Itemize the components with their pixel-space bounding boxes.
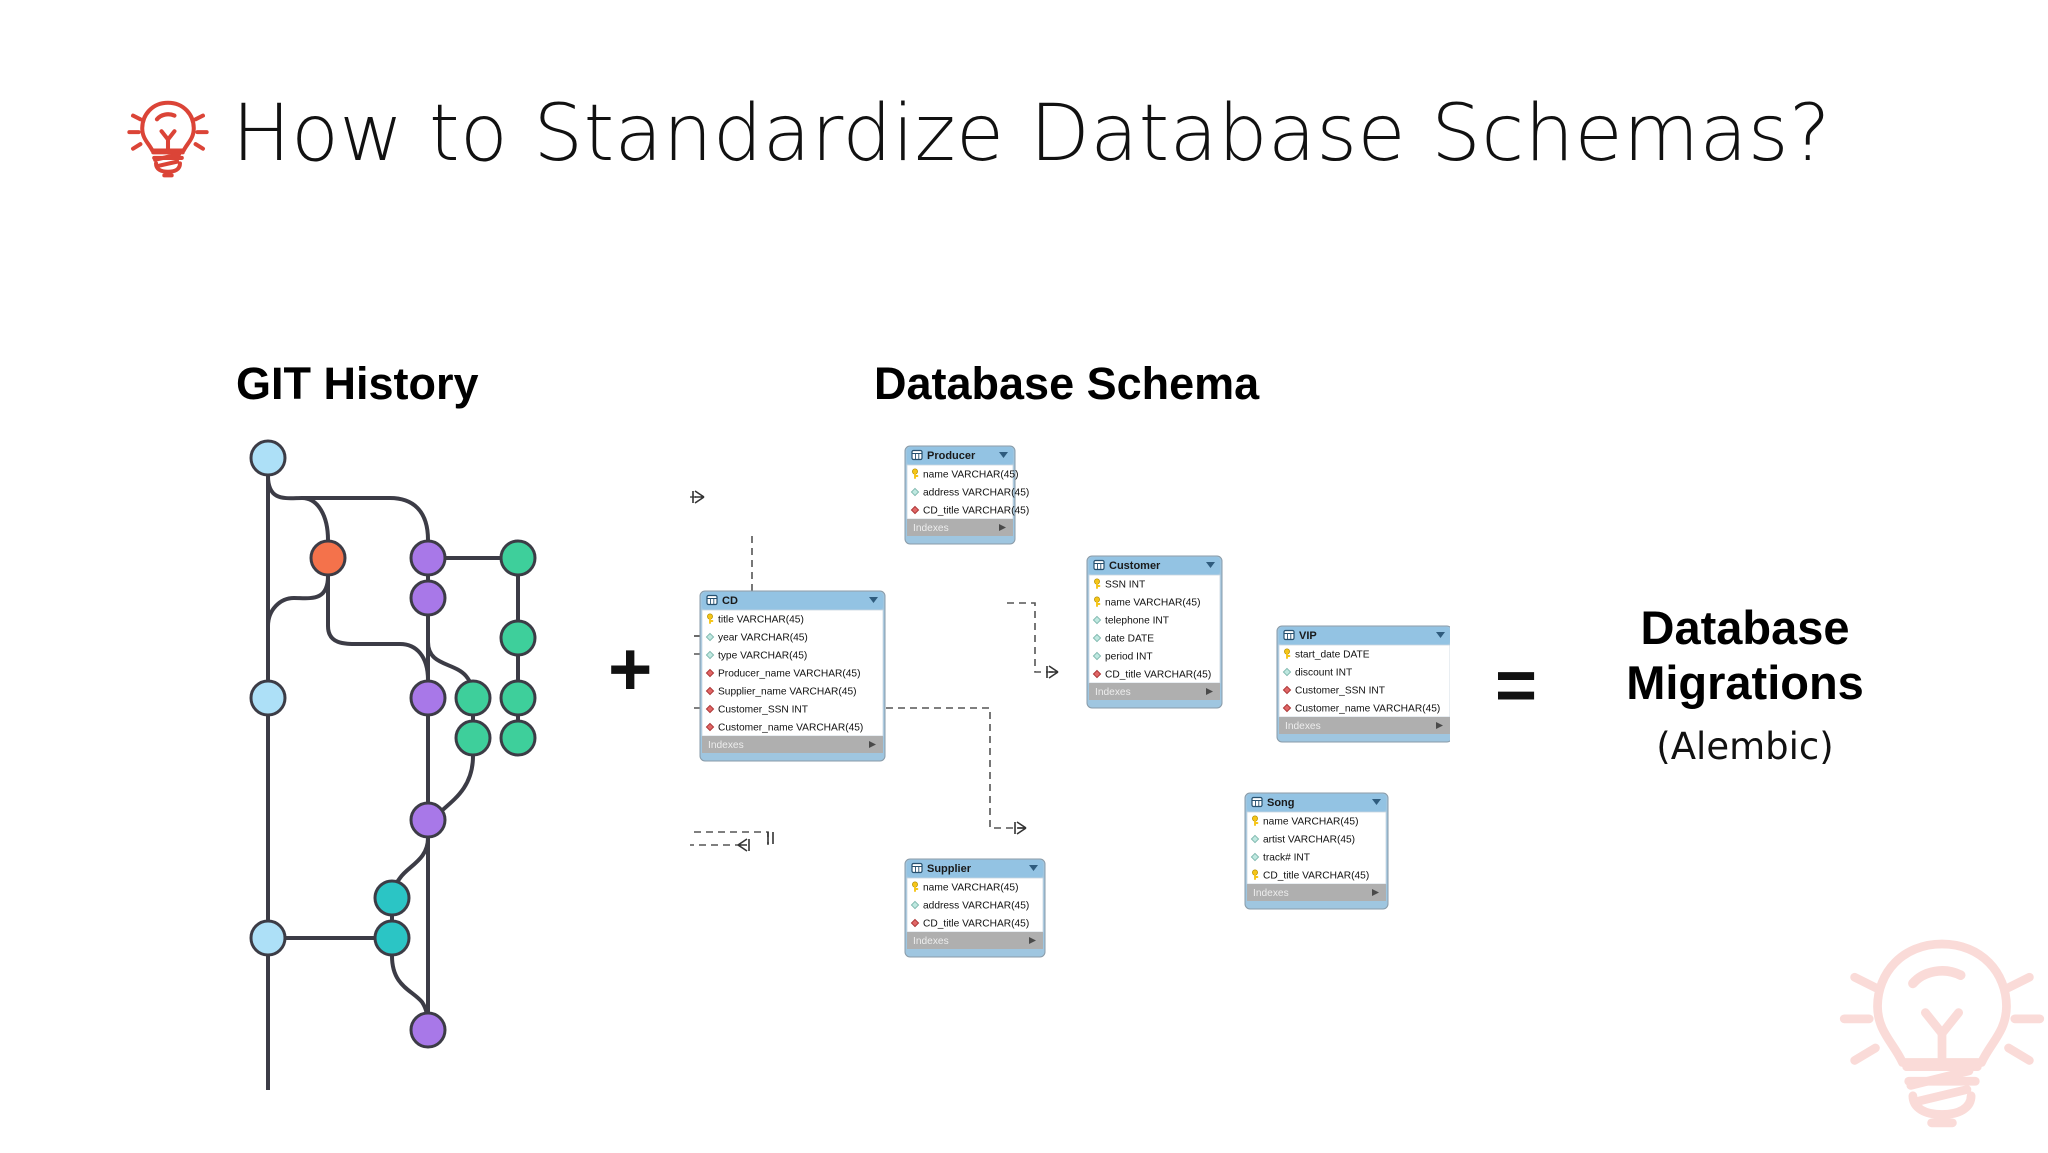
schema-indexes-label: Indexes <box>708 740 744 751</box>
schema-indexes-label: Indexes <box>913 936 949 947</box>
git-commit-node[interactable] <box>454 719 492 757</box>
schema-column-label: Customer_SSN INT <box>718 705 808 716</box>
schema-table-title: CD <box>722 595 738 607</box>
result-subtitle: (Alembic) <box>1656 724 1834 768</box>
git-commit-node[interactable] <box>409 1011 447 1049</box>
git-commit-node[interactable] <box>499 539 537 577</box>
schema-column-label: SSN INT <box>1105 580 1145 591</box>
schema-table-title: Supplier <box>927 863 972 875</box>
git-commit-node[interactable] <box>373 879 411 917</box>
schema-column-label: date DATE <box>1105 634 1154 645</box>
git-commit-node[interactable] <box>249 679 287 717</box>
database-schema-diagram: Producer name VARCHAR(45) address VARCHAR(… <box>690 445 1450 958</box>
plus-operator: + <box>608 627 653 712</box>
schema-table-title: Song <box>1267 797 1295 809</box>
schema-table[interactable]: Producer name VARCHAR(45) address VARCHAR(… <box>904 445 1029 545</box>
schema-column-label: address VARCHAR(45) <box>923 488 1029 499</box>
schema-column-label: name VARCHAR(45) <box>923 470 1019 481</box>
schema-column-label: name VARCHAR(45) <box>1263 817 1359 828</box>
schema-column-label: CD_title VARCHAR(45) <box>1105 670 1211 681</box>
database-schema-heading: Database Schema <box>874 358 1260 409</box>
git-commit-node[interactable] <box>373 919 411 957</box>
schema-column-label: track# INT <box>1263 853 1310 864</box>
equals-operator: = <box>1495 646 1538 726</box>
schema-column-label: CD_title VARCHAR(45) <box>923 506 1029 517</box>
git-commit-node[interactable] <box>409 539 447 577</box>
schema-column-label: telephone INT <box>1105 616 1169 627</box>
lightbulb-watermark-icon <box>1838 898 2046 1153</box>
schema-column-label: CD_title VARCHAR(45) <box>1263 871 1369 882</box>
schema-table[interactable]: VIP start_date DATE discount INT Customer_S… <box>1276 625 1450 743</box>
schema-table[interactable]: CD title VARCHAR(45) year VARCHAR(45) type … <box>699 590 886 762</box>
schema-column-label: name VARCHAR(45) <box>1105 598 1201 609</box>
schema-table-title: VIP <box>1299 630 1317 642</box>
slide-header: How to Standardize Database Schemas? <box>122 88 1831 180</box>
git-commit-node[interactable] <box>409 579 447 617</box>
schema-table[interactable]: Song name VARCHAR(45) artist VARCHAR(45) tr… <box>1244 792 1389 910</box>
schema-table-title: Customer <box>1109 560 1161 572</box>
schema-column-label: artist VARCHAR(45) <box>1263 835 1355 846</box>
schema-column-label: Producer_name VARCHAR(45) <box>718 669 861 680</box>
schema-column-label: title VARCHAR(45) <box>718 615 804 626</box>
git-history-graph <box>249 439 537 1090</box>
schema-column-label: CD_title VARCHAR(45) <box>923 919 1029 930</box>
schema-column-label: name VARCHAR(45) <box>923 883 1019 894</box>
schema-column-label: start_date DATE <box>1295 650 1370 661</box>
git-commit-node[interactable] <box>454 679 492 717</box>
relationship-link <box>690 844 738 846</box>
git-commit-node[interactable] <box>409 679 447 717</box>
schema-column-label: Supplier_name VARCHAR(45) <box>718 687 857 698</box>
git-commit-node[interactable] <box>249 439 287 477</box>
git-commit-node[interactable] <box>499 719 537 757</box>
relationship-link <box>690 831 769 845</box>
schema-indexes-label: Indexes <box>1095 687 1131 698</box>
schema-column-label: period INT <box>1105 652 1153 663</box>
migrations-result-block: Database Migrations (Alembic) <box>1580 600 1910 768</box>
schema-indexes-label: Indexes <box>913 523 949 534</box>
schema-table[interactable]: Supplier name VARCHAR(45) address VARCHAR(… <box>904 858 1046 958</box>
git-history-heading: GIT History <box>236 358 479 409</box>
schema-column-label: Customer_SSN INT <box>1295 686 1385 697</box>
git-commit-node[interactable] <box>499 679 537 717</box>
schema-column-label: Customer_name VARCHAR(45) <box>1295 704 1440 715</box>
schema-indexes-label: Indexes <box>1285 721 1321 732</box>
schema-column-label: discount INT <box>1295 668 1352 679</box>
git-commit-node[interactable] <box>249 919 287 957</box>
relationship-link <box>690 496 704 498</box>
schema-table-title: Producer <box>927 450 976 462</box>
page-title: How to Standardize Database Schemas? <box>232 89 1831 179</box>
schema-column-label: type VARCHAR(45) <box>718 651 807 662</box>
result-line-2: Migrations <box>1626 656 1864 710</box>
result-line-1: Database <box>1640 601 1850 654</box>
schema-column-label: year VARCHAR(45) <box>718 633 808 644</box>
schema-indexes-label: Indexes <box>1253 888 1289 899</box>
schema-column-label: address VARCHAR(45) <box>923 901 1029 912</box>
relationship-link <box>1007 602 1058 673</box>
git-commit-node[interactable] <box>309 539 347 577</box>
lightbulb-icon <box>122 88 214 180</box>
git-commit-node[interactable] <box>499 619 537 657</box>
schema-column-label: Customer_name VARCHAR(45) <box>718 723 863 734</box>
git-commit-node[interactable] <box>409 801 447 839</box>
